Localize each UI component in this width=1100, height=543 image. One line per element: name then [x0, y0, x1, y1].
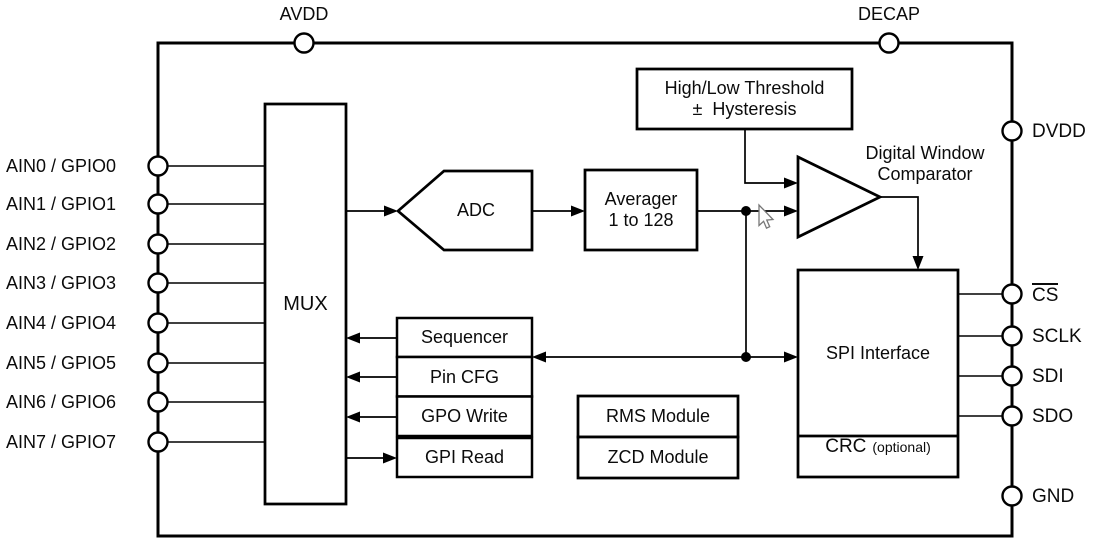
- pin-label-sclk: SCLK: [1032, 325, 1082, 347]
- junction-dot: [741, 206, 751, 216]
- junction-dot: [741, 352, 751, 362]
- adc-block-shape: [395, 169, 534, 252]
- pin-label-ain5: AIN5 / GPIO5: [6, 352, 117, 373]
- pin-label-ain3: AIN3 / GPIO3: [6, 272, 117, 293]
- pin-terminals: [147, 32, 1023, 507]
- gnd-pin-circle: [1001, 485, 1023, 507]
- spi-interface-label: SPI Interface: [825, 342, 931, 363]
- averager-box: [583, 168, 699, 252]
- pin-label-ain1: AIN1 / GPIO1: [6, 193, 117, 214]
- ain0-pin-circle: [147, 155, 169, 177]
- crc-label: CRC (optional): [798, 436, 958, 477]
- averager-line2: 1 to 128: [608, 210, 674, 230]
- arrowheads: [346, 177, 924, 464]
- pin-label-cs: CS: [1032, 282, 1098, 306]
- crc-optional-text: (optional): [872, 439, 931, 455]
- mouse-cursor: [758, 203, 775, 229]
- averager-line1: Averager: [604, 189, 678, 209]
- rms-module-label: RMS Module: [605, 406, 711, 426]
- comparator-label: Digital Window Comparator: [845, 142, 1005, 186]
- ain2-pin-circle: [147, 233, 169, 255]
- sdo-pin-circle: [1001, 405, 1023, 427]
- pin-label-ain6: AIN6 / GPIO6: [6, 391, 117, 412]
- zcd-module-box: [576, 435, 740, 480]
- pin-label-dvdd: DVDD: [1032, 120, 1086, 142]
- sequencer-label: Sequencer: [420, 327, 509, 347]
- pin-label-gnd: GND: [1032, 485, 1075, 507]
- ain3-pin-circle: [147, 272, 169, 294]
- gpo-write-label: GPO Write: [421, 406, 508, 426]
- threshold-line2: ± Hysteresis: [692, 99, 797, 119]
- crc-text: CRC: [825, 436, 867, 457]
- ain5-pin-circle: [147, 352, 169, 374]
- pin-label-ain7: AIN7 / GPIO7: [6, 431, 117, 452]
- mux-label: MUX: [283, 292, 328, 315]
- spi-pin-stubs: [958, 293, 1002, 417]
- averager-label: Averager 1 to 128: [585, 170, 697, 250]
- decap-pin-circle: [878, 32, 900, 54]
- zcd-module-label: ZCD Module: [607, 447, 709, 467]
- adc-label: ADC: [456, 200, 495, 220]
- ain1-pin-circle: [147, 193, 169, 215]
- ain6-pin-circle: [147, 391, 169, 413]
- sclk-pin-circle: [1001, 325, 1023, 347]
- comparator-triangle: [796, 154, 884, 240]
- comparator-line1: Digital Window: [865, 143, 985, 163]
- threshold-box: [635, 67, 854, 131]
- mux-box: [263, 102, 348, 506]
- pin-label-ain0: AIN0 / GPIO0: [6, 155, 117, 176]
- sequencer-box: [395, 316, 534, 359]
- pin-cfg-label: Pin CFG: [429, 366, 499, 387]
- threshold-line1: High/Low Threshold: [664, 78, 825, 98]
- ain4-pin-circle: [147, 312, 169, 334]
- spi-interface-box: [796, 268, 960, 479]
- pin-label-sdo: SDO: [1032, 405, 1074, 427]
- gpo-write-box: [395, 395, 534, 438]
- pin-label-ain4: AIN4 / GPIO4: [6, 312, 117, 333]
- sdi-pin-circle: [1001, 365, 1023, 387]
- pin-label-sdi: SDI: [1032, 365, 1064, 387]
- left-pin-stubs: [168, 165, 265, 443]
- avdd-pin-circle: [293, 32, 315, 54]
- gpi-read-label: GPI Read: [424, 447, 505, 467]
- threshold-label: High/Low Threshold ± Hysteresis: [637, 69, 852, 129]
- dvdd-pin-circle: [1001, 120, 1023, 142]
- ain7-pin-circle: [147, 431, 169, 453]
- gpi-read-box: [395, 436, 534, 479]
- pin-label-ain2: AIN2 / GPIO2: [6, 233, 117, 254]
- pin-label-decap: DECAP: [857, 3, 920, 24]
- rms-module-box: [576, 394, 740, 439]
- pin-label-avdd: AVDD: [279, 3, 329, 24]
- cs-overline-text: CS: [1032, 282, 1059, 306]
- comparator-line2: Comparator: [877, 164, 973, 184]
- cs-pin-circle: [1001, 283, 1023, 305]
